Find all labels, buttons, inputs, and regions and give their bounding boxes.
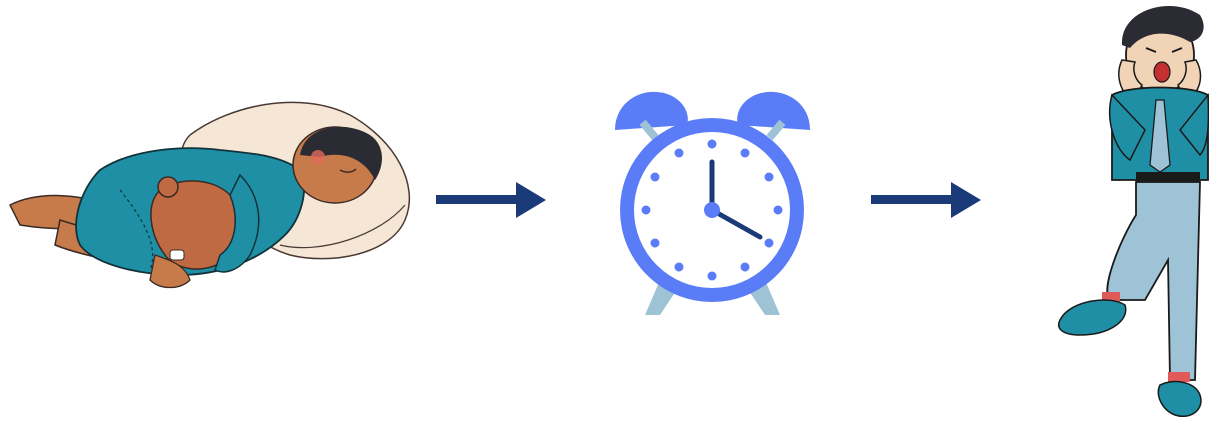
surprised-person-icon — [1050, 0, 1209, 421]
right-arrow-icon — [865, 178, 985, 222]
sleeping-person-icon — [0, 95, 420, 305]
alarm-clock-icon — [605, 80, 820, 320]
right-arrow-icon — [430, 178, 550, 222]
